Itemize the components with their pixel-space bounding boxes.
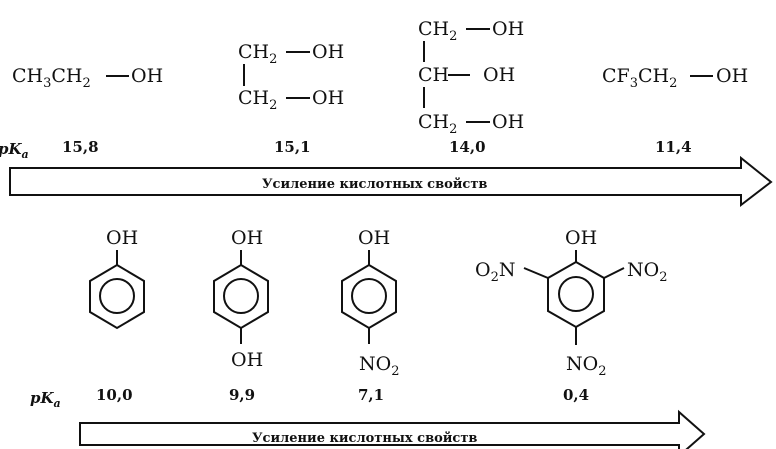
row2-pka-label: pKa bbox=[30, 389, 61, 410]
svg-text:NO2: NO2 bbox=[566, 353, 606, 379]
trifluoroethanol-formula: CF3CH2 OH bbox=[602, 65, 748, 91]
svg-text:CH2: CH2 bbox=[238, 41, 277, 67]
picric-bottom-sub: 2 bbox=[598, 364, 606, 379]
svg-text:NO2: NO2 bbox=[627, 259, 667, 285]
ethanol-oh: OH bbox=[131, 65, 163, 87]
gly-bot-oh: OH bbox=[492, 111, 524, 133]
eg-top-sub: 2 bbox=[269, 52, 277, 67]
hydroquinone-top-oh: OH bbox=[231, 227, 263, 249]
nitrophenol-aromatic-circle bbox=[351, 278, 387, 314]
gly-bot-sub: 2 bbox=[449, 122, 457, 137]
eg-top-oh: OH bbox=[312, 41, 344, 63]
row1-pka-value-3: 14,0 bbox=[449, 138, 486, 156]
picric-right-sub: 2 bbox=[659, 270, 667, 285]
row1-pka-value-1: 15,8 bbox=[62, 138, 99, 156]
picric-bottom-no: NO bbox=[566, 353, 598, 375]
glycerol-formula: CH2 OH CH OH CH2 OH bbox=[418, 18, 524, 137]
gly-mid-oh: OH bbox=[483, 64, 515, 86]
svg-text:CF3CH2: CF3CH2 bbox=[602, 65, 677, 91]
gly-bot-ch: CH bbox=[418, 111, 449, 133]
nitrophenol-ring bbox=[341, 263, 397, 330]
eg-bot-oh: OH bbox=[312, 87, 344, 109]
row1-pka-label: pKa bbox=[0, 140, 29, 161]
phenol-ring bbox=[89, 263, 145, 330]
svg-text:O2N: O2N bbox=[475, 259, 515, 285]
svg-text:CH2: CH2 bbox=[238, 87, 277, 113]
picric-ring bbox=[547, 260, 605, 329]
tfe-sub2: 2 bbox=[669, 76, 677, 91]
row1-pka-value-4: 11,4 bbox=[655, 138, 692, 156]
hydroquinone-aromatic-circle bbox=[223, 278, 259, 314]
gly-top-sub: 2 bbox=[449, 29, 457, 44]
eg-bot-ch: CH bbox=[238, 87, 269, 109]
eg-top-ch: CH bbox=[238, 41, 269, 63]
row2-pka-value-4: 0,4 bbox=[563, 386, 589, 404]
row1-arrow-label: Усиление кислотных свойств bbox=[262, 177, 487, 192]
picric-left-bond bbox=[523, 267, 549, 279]
gly-top-oh: OH bbox=[492, 18, 524, 40]
gly-top-ch: CH bbox=[418, 18, 449, 40]
ethanol-formula: CH3CH2 OH bbox=[12, 65, 163, 91]
phenol-oh: OH bbox=[106, 227, 138, 249]
hydroquinone-bottom-oh: OH bbox=[231, 349, 263, 371]
gly-mid-ch: CH bbox=[418, 64, 449, 86]
nitrophenol-no: NO bbox=[359, 353, 391, 375]
eg-bot-sub: 2 bbox=[269, 98, 277, 113]
picric-left-o: O bbox=[475, 259, 491, 281]
nitrophenol-structure: OH NO2 bbox=[341, 227, 399, 379]
tfe-sub3: 3 bbox=[630, 76, 638, 91]
svg-text:CH3CH2: CH3CH2 bbox=[12, 65, 91, 91]
tfe-cf: CF bbox=[602, 65, 630, 87]
hydroquinone-ring bbox=[213, 263, 269, 330]
ethanol-sub3: 3 bbox=[43, 76, 51, 91]
picric-acid-structure: OH O2N NO2 NO2 bbox=[475, 227, 667, 379]
picric-left-n: N bbox=[499, 259, 516, 281]
row2-pka-value-3: 7,1 bbox=[358, 386, 384, 404]
picric-aromatic-circle bbox=[558, 276, 594, 312]
picric-left-sub: 2 bbox=[491, 270, 499, 285]
ethanol-ch2: CH bbox=[51, 65, 82, 87]
row1-acidity-arrow bbox=[9, 155, 773, 208]
row2-acidity-arrow bbox=[79, 409, 706, 449]
tfe-ch: CH bbox=[638, 65, 669, 87]
phenol-structure: OH bbox=[89, 227, 145, 330]
hydroquinone-structure: OH OH bbox=[213, 227, 269, 371]
svg-text:CH2: CH2 bbox=[418, 111, 457, 137]
nitrophenol-no-sub: 2 bbox=[391, 364, 399, 379]
row2-arrow-label: Усиление кислотных свойств bbox=[252, 431, 477, 446]
svg-text:CH2: CH2 bbox=[418, 18, 457, 44]
phenol-aromatic-circle bbox=[99, 278, 135, 314]
picric-oh: OH bbox=[565, 227, 597, 249]
picric-right-bond bbox=[603, 267, 625, 279]
ethylene-glycol-formula: CH2 OH CH2 OH bbox=[238, 41, 344, 113]
nitrophenol-oh: OH bbox=[358, 227, 390, 249]
svg-text:NO2: NO2 bbox=[359, 353, 399, 379]
picric-right-no: NO bbox=[627, 259, 659, 281]
row1-pka-value-2: 15,1 bbox=[274, 138, 311, 156]
tfe-oh: OH bbox=[716, 65, 748, 87]
row2-pka-value-2: 9,9 bbox=[229, 386, 255, 404]
row2-pka-value-1: 10,0 bbox=[96, 386, 133, 404]
ethanol-sub2: 2 bbox=[83, 76, 91, 91]
ethanol-ch3: CH bbox=[12, 65, 43, 87]
